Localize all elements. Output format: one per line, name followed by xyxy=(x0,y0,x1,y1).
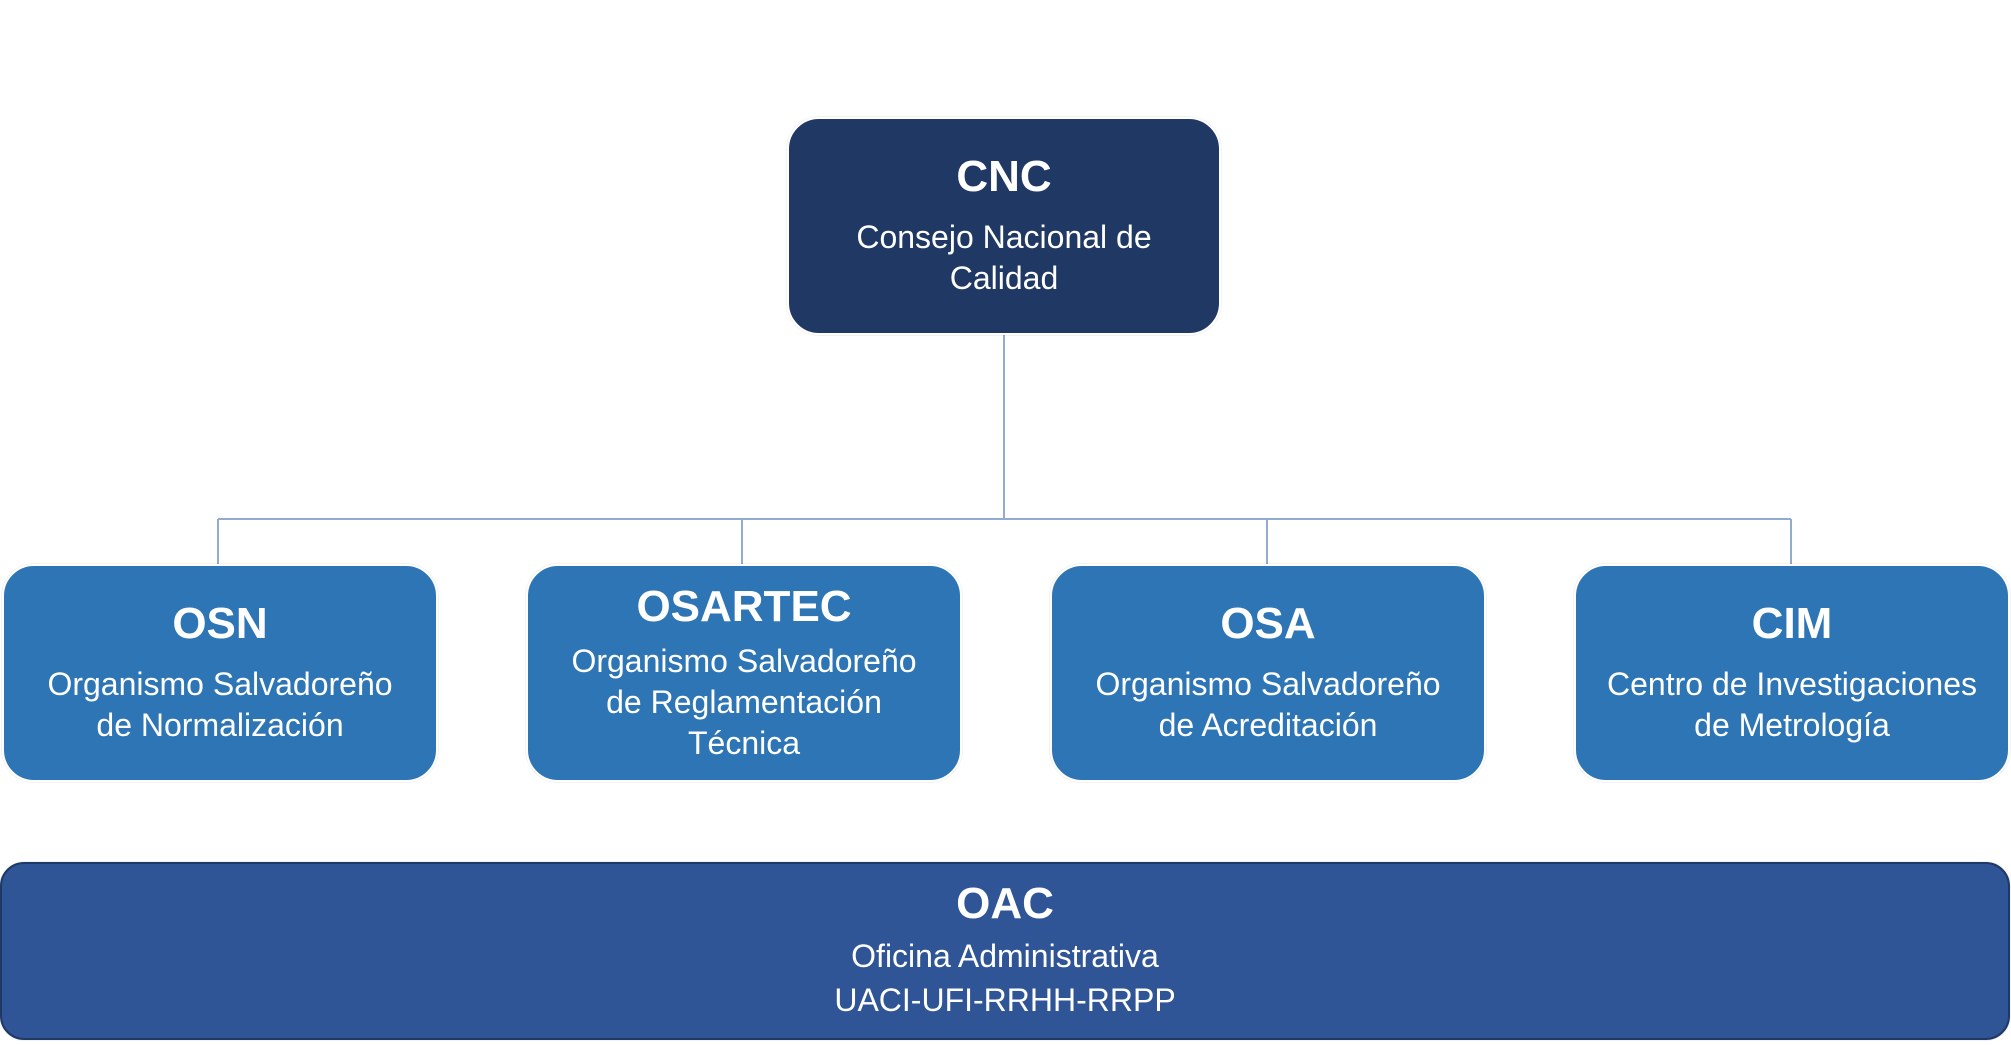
node-osartec: OSARTEC Organismo Salvadoreño de Reglame… xyxy=(526,564,962,782)
node-osa: OSA Organismo Salvadoreño de Acreditació… xyxy=(1050,564,1486,782)
node-osa-name: Organismo Salvadoreño de Acreditación xyxy=(1095,665,1441,744)
node-osa-abbr: OSA xyxy=(1220,599,1316,649)
node-osn-name: Organismo Salvadoreño de Normalización xyxy=(47,665,393,744)
node-osn-abbr: OSN xyxy=(172,599,268,649)
node-oac-line1: Oficina Administrativa xyxy=(851,937,1159,974)
node-oac-abbr: OAC xyxy=(956,878,1054,928)
node-osn: OSN Organismo Salvadoreño de Normalizaci… xyxy=(2,564,438,782)
node-cnc: CNC Consejo Nacional de Calidad xyxy=(787,117,1221,335)
node-cim-name: Centro de Investigaciones de Metrología xyxy=(1607,665,1977,744)
node-oac: OAC Oficina Administrativa UACI-UFI-RRHH… xyxy=(0,862,2010,1040)
node-osartec-abbr: OSARTEC xyxy=(636,582,852,632)
node-oac-line2: UACI-UFI-RRHH-RRPP xyxy=(834,982,1176,1019)
node-cnc-abbr: CNC xyxy=(956,152,1052,202)
node-cim: CIM Centro de Investigaciones de Metrolo… xyxy=(1574,564,2010,782)
node-cnc-name: Consejo Nacional de Calidad xyxy=(856,218,1152,297)
node-osartec-name: Organismo Salvadoreño de Reglamentación … xyxy=(571,642,917,761)
node-cim-abbr: CIM xyxy=(1751,599,1833,649)
